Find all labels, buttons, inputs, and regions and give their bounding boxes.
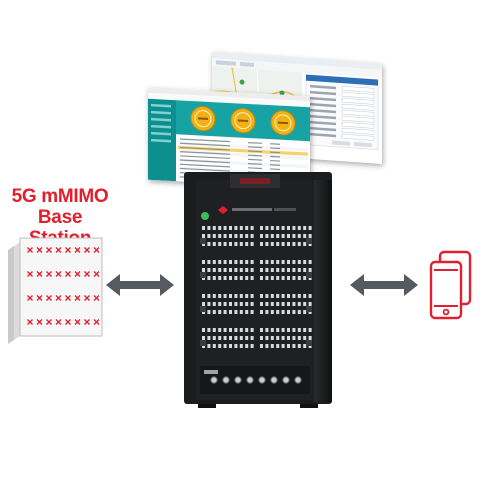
channel-emulator-chassis bbox=[184, 172, 332, 408]
power-indicator-icon bbox=[201, 212, 209, 220]
base-station-label-line1: 5G mMIMO bbox=[11, 186, 109, 207]
bidirectional-arrow-icon-right bbox=[350, 274, 418, 296]
software-screen-dashboard bbox=[148, 87, 310, 189]
keysight-logo-icon bbox=[218, 206, 228, 214]
base-station-panel-icon bbox=[8, 237, 103, 344]
bidirectional-arrow-icon bbox=[106, 274, 174, 296]
mobile-devices-icon bbox=[429, 250, 472, 320]
